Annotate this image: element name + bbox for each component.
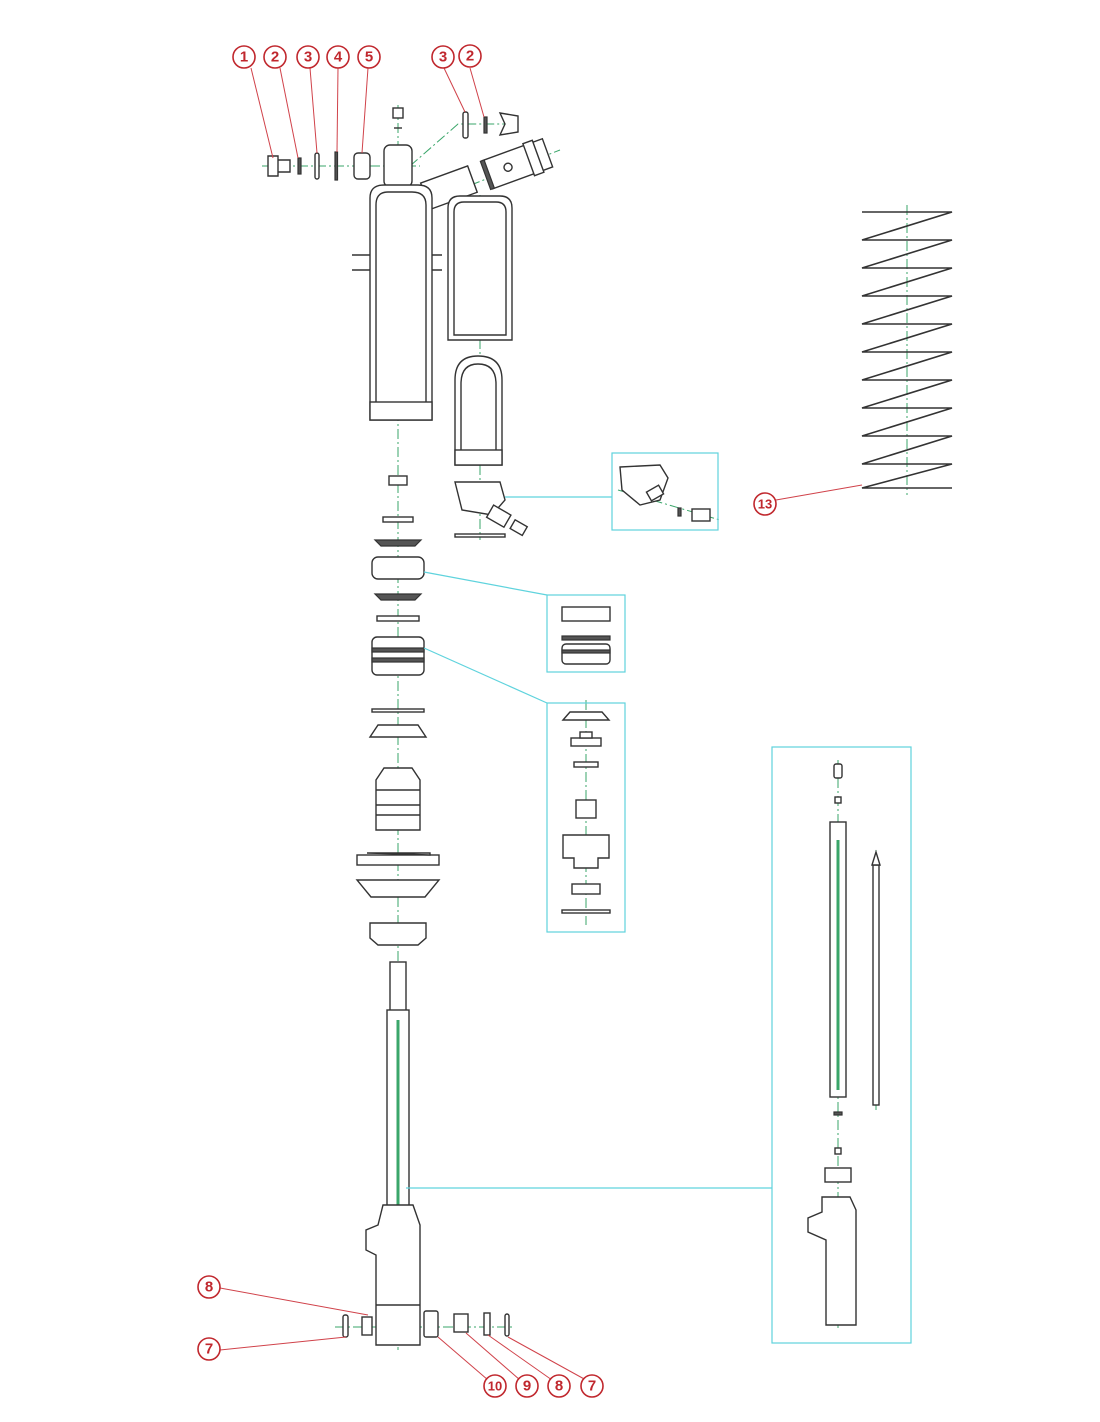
leader-lines	[219, 67, 863, 1381]
detail-box-piston	[423, 647, 626, 933]
callout-label: 1	[240, 49, 248, 66]
callout-label: 4	[334, 49, 343, 66]
callout-3: 3	[296, 45, 320, 69]
detail-box-valve	[505, 452, 719, 531]
callout-label: 3	[304, 49, 312, 66]
callout-label: 8	[205, 1279, 213, 1296]
callout-10: 10	[483, 1374, 507, 1398]
callout-label: 13	[758, 497, 772, 512]
callout-7-left: 7	[197, 1337, 221, 1361]
callout-label: 8	[555, 1378, 563, 1395]
callout-label: 10	[488, 1379, 502, 1394]
callout-4: 4	[326, 45, 350, 69]
callout-2: 2	[263, 45, 287, 69]
callout-label: 7	[205, 1341, 213, 1358]
callout-label: 3	[439, 49, 447, 66]
callout-9: 9	[515, 1374, 539, 1398]
callout-8-left: 8	[197, 1275, 221, 1299]
callout-1: 1	[232, 45, 256, 69]
rod-assembly	[342, 961, 510, 1346]
spring	[861, 211, 953, 489]
callout-7-right: 7	[580, 1374, 604, 1398]
detail-box-rod	[406, 746, 912, 1344]
callout-8-right: 8	[547, 1374, 571, 1398]
callout-label: 7	[588, 1378, 596, 1395]
center-axes	[262, 105, 908, 1350]
top-right-fittings	[411, 111, 554, 211]
main-body	[352, 144, 529, 538]
callout-5: 5	[357, 45, 381, 69]
callout-label: 2	[466, 48, 474, 65]
top-left-fittings	[267, 107, 404, 181]
callout-3-right: 3	[431, 45, 455, 69]
callout-2-right: 2	[458, 44, 482, 68]
detail-box-seal	[423, 571, 626, 673]
callout-label: 2	[271, 49, 279, 66]
callout-13: 13	[753, 492, 777, 516]
callout-label: 9	[523, 1378, 531, 1395]
center-stack	[355, 475, 441, 946]
callout-label: 5	[365, 49, 373, 66]
